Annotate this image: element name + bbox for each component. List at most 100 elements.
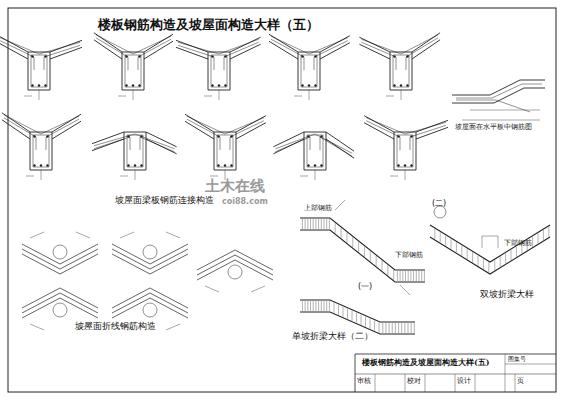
rebar-line [294, 96, 302, 97]
rebar-line [456, 242, 457, 252]
rebar-dot [138, 84, 140, 86]
rebar-line [326, 301, 327, 311]
rebar-dot [224, 164, 226, 166]
rebar-line [205, 286, 219, 292]
rebar-line [304, 132, 326, 170]
rebar-line [24, 96, 32, 97]
rebar-line [236, 123, 266, 139]
rebar-line [397, 271, 398, 281]
rebar-line [400, 285, 410, 295]
rebar-line [118, 96, 126, 97]
rebar-line [313, 219, 314, 229]
rebar-line [187, 119, 220, 150]
rebar-line [500, 257, 501, 267]
rebar-line [122, 52, 144, 90]
rebar-dot [218, 84, 220, 86]
rebar-line [320, 137, 352, 156]
rebar-line [505, 253, 506, 263]
rebar-line [461, 246, 462, 256]
beam-joint-detail [359, 33, 440, 100]
rebar-line [382, 261, 383, 271]
rebar-line [472, 252, 473, 262]
rebar-line [236, 116, 266, 132]
rebar-line [405, 170, 406, 180]
rebar-line [410, 271, 411, 281]
rebar-line [230, 44, 261, 59]
rebar-line [318, 219, 319, 229]
rebar-line [406, 38, 438, 70]
rebar-dot [320, 164, 322, 166]
rebar-dot [314, 164, 316, 166]
bent-bar-detail [112, 232, 188, 274]
detail-label: 坡屋面在水平板中钢筋图 [455, 124, 532, 132]
rebar-line [30, 132, 52, 170]
rebar-line [424, 271, 425, 281]
rebar-line [112, 288, 188, 308]
rebar-line [214, 132, 236, 170]
detail-label: 坡屋面梁板钢筋连接构造 [115, 196, 214, 206]
rebar-dot [397, 164, 399, 166]
rebar-line [405, 374, 406, 392]
rebar-line [112, 254, 188, 274]
rebar-line [421, 271, 422, 281]
rebar-line [401, 323, 402, 333]
rebar-line [275, 134, 352, 153]
rebar-line [334, 303, 335, 313]
rebar-line [488, 262, 489, 272]
rebar-line [44, 45, 80, 70]
rebar-dot [140, 164, 142, 166]
rebar-line [307, 135, 323, 167]
rebar-line [46, 119, 79, 150]
rebar-line [320, 43, 350, 59]
rebar-line [185, 121, 214, 139]
title-block-cell: 楼板钢筋构造及坡屋面构造大样(五) [362, 358, 490, 367]
rebar-line [370, 251, 371, 261]
rebar-line [494, 260, 495, 270]
rebar-line [94, 137, 130, 150]
rebar-line [0, 41, 34, 70]
rebar-line [305, 219, 306, 229]
detail-label: 双坡折梁大样 [480, 290, 534, 300]
rebar-line [187, 116, 264, 134]
title-block-cell: 设计 [457, 378, 471, 386]
double-slope-fold-beam [430, 206, 550, 274]
rebar-dot [314, 84, 316, 86]
sheet-title: 楼板钢筋构造及坡屋面构造大样（五） [98, 18, 319, 32]
rebar-line [321, 301, 322, 311]
rebar-dot [224, 84, 226, 86]
rebar-line [22, 254, 98, 274]
rebar-line [230, 37, 261, 52]
rebar-line [412, 40, 440, 59]
rebar-line [298, 52, 320, 90]
title-block-cell: 图集号 [508, 356, 526, 363]
rebar-line [219, 90, 220, 100]
rebar-line [251, 286, 265, 292]
rebar-line [343, 307, 344, 317]
rebar-line [41, 170, 42, 180]
rebar-line [366, 118, 446, 134]
rebar-line [419, 271, 420, 281]
rebar-line [430, 225, 550, 262]
rebar-line [4, 118, 36, 150]
rebar-line [112, 244, 188, 264]
rebar-line [516, 247, 517, 257]
rebar-line [138, 39, 171, 70]
rebar-line [307, 219, 308, 229]
rebar-line [307, 301, 308, 311]
rebar-line [112, 298, 188, 318]
rebar-line [329, 301, 330, 311]
rebar-line [120, 176, 128, 177]
rebar-line [300, 312, 415, 334]
rebar-line [300, 300, 415, 322]
rebar-line [315, 170, 316, 180]
rebar-line [204, 96, 212, 97]
rebar-line [166, 232, 180, 238]
rebar-line [146, 132, 177, 147]
rebar-line [392, 323, 393, 333]
rebar-line [313, 301, 314, 311]
rebar-line [434, 229, 435, 239]
rebar-line [361, 42, 396, 70]
single-slope-fold-beam [300, 300, 415, 334]
rebar-line [271, 36, 348, 54]
rebar-line [329, 219, 330, 229]
